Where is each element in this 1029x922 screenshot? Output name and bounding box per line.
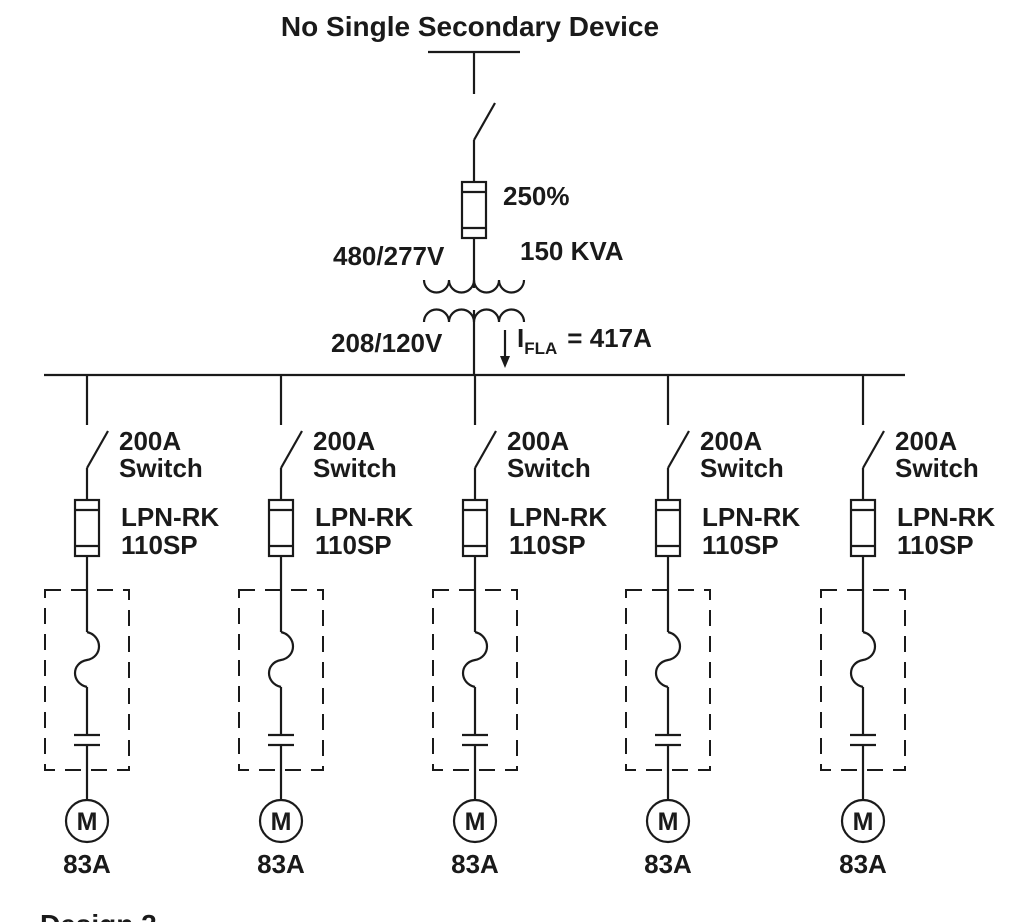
starter-enclosure	[44, 589, 130, 771]
overload-relay	[654, 630, 682, 689]
current-subscript: FLA	[524, 339, 557, 358]
switch-label: Switch	[313, 453, 397, 483]
motor-current: 83A	[63, 849, 111, 879]
primary-fuse-label: 250%	[503, 181, 570, 211]
fuse-rating-label: 110SP	[702, 530, 779, 560]
motor-letter: M	[853, 808, 874, 836]
fuse-rating-label: 110SP	[121, 530, 198, 560]
current-arrow	[500, 330, 510, 368]
fuse-rating-label: 110SP	[315, 530, 392, 560]
fuse-class-label: LPN-RK	[509, 502, 607, 532]
primary-fuse-body	[460, 180, 488, 240]
primary-switch-blade	[473, 102, 496, 141]
full-load-current: IFLA = 417A	[517, 323, 652, 358]
fuse-class-label: LPN-RK	[702, 502, 800, 532]
motor-current: 83A	[257, 849, 305, 879]
starter-enclosure	[238, 589, 324, 771]
current-value: = 417A	[567, 323, 652, 353]
motor-letter: M	[271, 808, 292, 836]
overload-relay	[461, 630, 489, 689]
branch-fuse	[849, 498, 877, 558]
motor-letter: M	[465, 808, 486, 836]
starter-enclosure	[432, 589, 518, 771]
motor-symbol	[840, 798, 886, 844]
current-arrow-head	[500, 356, 510, 368]
primary-feed	[428, 50, 520, 94]
switch-rating: 200A	[119, 426, 181, 456]
primary-switch	[472, 102, 496, 182]
overload-relay	[73, 630, 101, 689]
transformer-primary-winding	[422, 279, 526, 294]
switch-label: Switch	[507, 453, 591, 483]
fuse-class-label: LPN-RK	[897, 502, 995, 532]
disconnect-switch	[862, 430, 885, 469]
switch-label: Switch	[895, 453, 979, 483]
branch-circuits: M83A200ASwitchLPN-RK110SPM83A200ASwitchL…	[44, 375, 995, 879]
fuse-rating-label: 110SP	[897, 530, 974, 560]
disconnect-switch	[667, 430, 690, 469]
secondary-voltage: 208/120V	[331, 328, 443, 358]
fuse-rating-label: 110SP	[509, 530, 586, 560]
switch-rating: 200A	[507, 426, 569, 456]
motor-symbol	[645, 798, 691, 844]
branch-fuse	[654, 498, 682, 558]
starter-enclosure	[625, 589, 711, 771]
overload-relay	[267, 630, 295, 689]
motor-current: 83A	[644, 849, 692, 879]
primary-voltage: 480/277V	[333, 241, 445, 271]
disconnect-switch	[280, 430, 303, 469]
switch-rating: 200A	[895, 426, 957, 456]
fuse-class-label: LPN-RK	[121, 502, 219, 532]
motor-letter: M	[77, 808, 98, 836]
primary-fuse	[460, 180, 488, 288]
transformer-rating: 150 KVA	[520, 236, 624, 266]
overload-relay	[849, 630, 877, 689]
diagram-title: No Single Secondary Device	[281, 11, 659, 42]
switch-rating: 200A	[313, 426, 375, 456]
motor-current: 83A	[451, 849, 499, 879]
branch-fuse	[73, 498, 101, 558]
disconnect-switch	[86, 430, 109, 469]
motor-symbol	[452, 798, 498, 844]
motor-symbol	[64, 798, 110, 844]
switch-label: Switch	[700, 453, 784, 483]
disconnect-switch	[474, 430, 497, 469]
motor-current: 83A	[839, 849, 887, 879]
switch-rating: 200A	[700, 426, 762, 456]
motor-letter: M	[658, 808, 679, 836]
branch-fuse	[267, 498, 295, 558]
branch-fuse	[461, 498, 489, 558]
fuse-class-label: LPN-RK	[315, 502, 413, 532]
current-symbol: I	[517, 323, 524, 353]
starter-enclosure	[820, 589, 906, 771]
transformer-symbol	[422, 279, 526, 375]
switch-label: Switch	[119, 453, 203, 483]
design-caption: Design 2	[40, 909, 157, 922]
motor-symbol	[258, 798, 304, 844]
